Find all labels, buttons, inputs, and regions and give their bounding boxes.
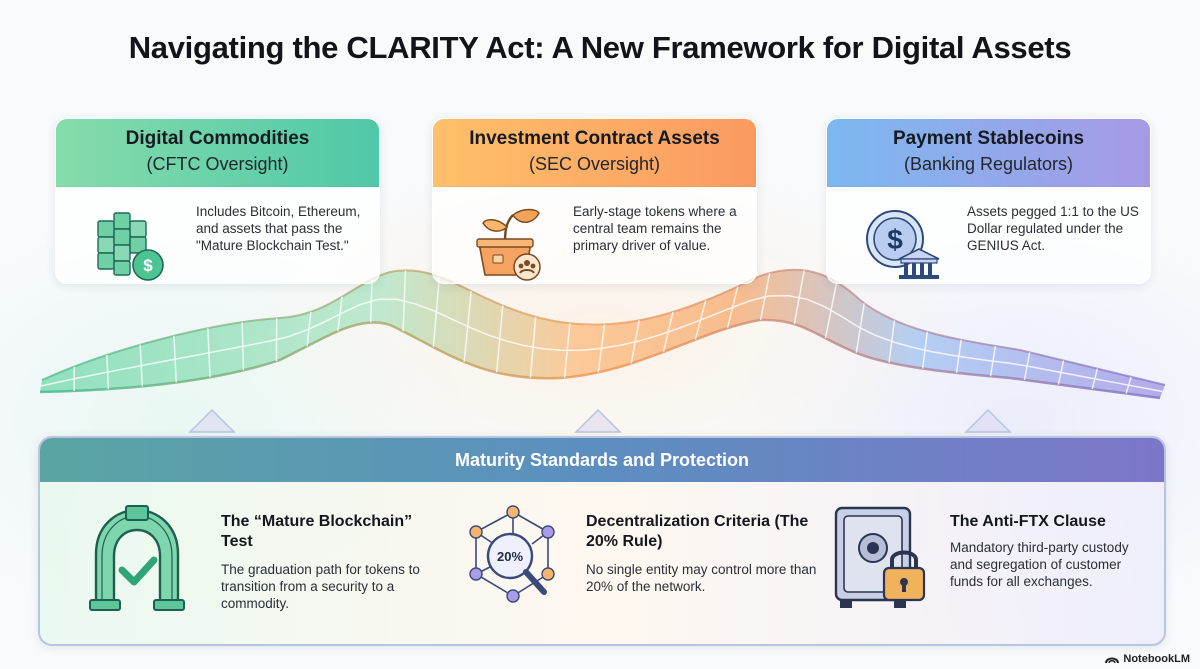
- feature-title: The “Mature Blockchain” Test: [221, 513, 413, 550]
- card-subtitle: (CFTC Oversight): [146, 154, 289, 174]
- card-body: $ Includes Bitcoin, Ethereum, and assets…: [56, 187, 379, 283]
- network-magnifier-icon: 20%: [469, 505, 555, 603]
- card-payment-stablecoins: Payment Stablecoins (Banking Regulators)…: [826, 118, 1151, 284]
- feature-description: The graduation path for tokens to transi…: [221, 562, 420, 611]
- sprout-pot-icon: [476, 208, 541, 281]
- card-body: $ Assets pegged 1:1 to the US Dollar reg…: [827, 187, 1150, 283]
- feature-decentralization-criteria: 20% Decentralization Criteria (The 20% R…: [458, 504, 828, 634]
- safe-lock-icon: [834, 506, 926, 608]
- svg-text:$: $: [143, 256, 153, 275]
- card-title: Investment Contract Assets: [469, 128, 720, 149]
- svg-text:$: $: [887, 224, 903, 255]
- card-description: Assets pegged 1:1 to the US Dollar regul…: [967, 204, 1139, 253]
- card-body: Early-stage tokens where a central team …: [433, 187, 756, 283]
- card-header: Investment Contract Assets (SEC Oversigh…: [433, 119, 756, 187]
- card-header: Digital Commodities (CFTC Oversight): [56, 119, 379, 187]
- card-subtitle: (Banking Regulators): [903, 154, 1074, 174]
- network-icon-label: 20%: [497, 549, 523, 564]
- feature-mature-blockchain-test: The “Mature Blockchain” Test The graduat…: [82, 504, 442, 634]
- brand-name: NotebookLM: [1123, 653, 1190, 665]
- arch-check-icon: [89, 505, 185, 611]
- card-description: Includes Bitcoin, Ethereum, and assets t…: [196, 204, 361, 253]
- maturity-standards-panel: Maturity Standards and Protection The “M…: [38, 436, 1166, 646]
- card-digital-commodities: Digital Commodities (CFTC Oversight) $ I…: [55, 118, 380, 284]
- card-header: Payment Stablecoins (Banking Regulators): [827, 119, 1150, 187]
- notebooklm-logo-icon: [1105, 657, 1120, 664]
- card-description: Early-stage tokens where a central team …: [573, 204, 737, 253]
- feature-title: The Anti-FTX Clause: [950, 513, 1106, 530]
- card-title: Payment Stablecoins: [892, 128, 1085, 149]
- page-title: Navigating the CLARITY Act: A New Framew…: [128, 30, 1072, 65]
- card-title: Digital Commodities: [125, 128, 310, 149]
- feature-anti-ftx-clause: The Anti-FTX Clause Mandatory third-part…: [830, 504, 1160, 634]
- coin-bank-icon: $: [866, 210, 940, 279]
- feature-title: Decentralization Criteria (The 20% Rule): [586, 513, 809, 550]
- feature-description: No single entity may control more than 2…: [586, 562, 817, 594]
- card-investment-contract-assets: Investment Contract Assets (SEC Oversigh…: [432, 118, 757, 284]
- feature-description: Mandatory third-party custody and segreg…: [950, 540, 1129, 589]
- blocks-dollar-icon: $: [97, 212, 164, 281]
- panel-title: Maturity Standards and Protection: [40, 438, 1164, 482]
- card-subtitle: (SEC Oversight): [528, 154, 661, 174]
- brand-watermark: NotebookLM: [1105, 653, 1190, 665]
